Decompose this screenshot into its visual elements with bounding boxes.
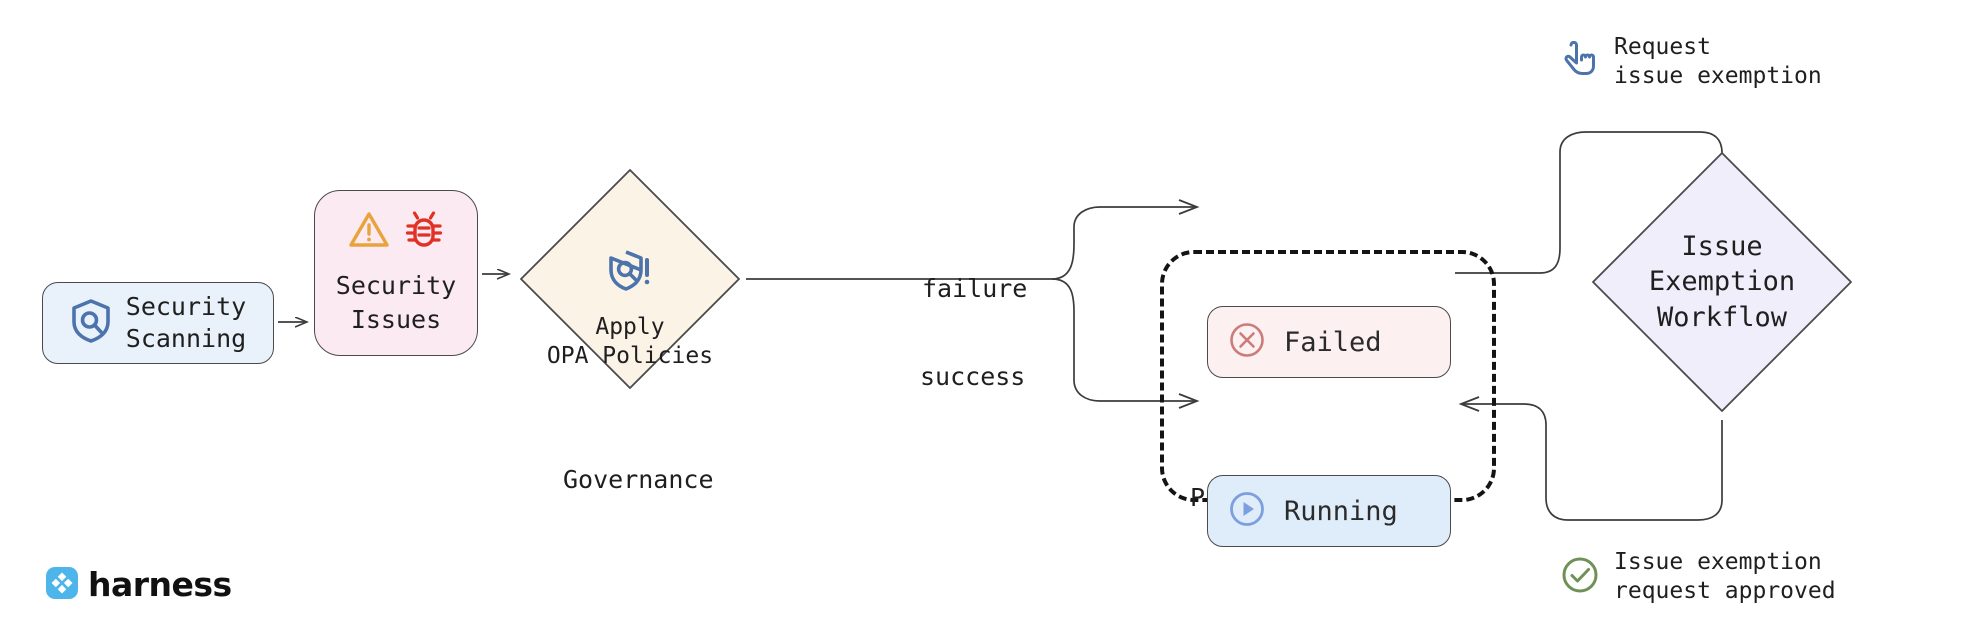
- node-running[interactable]: Running: [1207, 475, 1451, 547]
- shield-search-alert-icon: [607, 218, 653, 305]
- edge-label-success: success: [920, 362, 1026, 391]
- harness-logo-icon: [45, 566, 79, 604]
- node-issue-exemption-workflow[interactable]: Issue Exemption Workflow: [1588, 148, 1856, 416]
- warning-triangle-icon: [348, 210, 390, 254]
- bug-icon: [404, 209, 444, 255]
- node-governance-label: Apply OPA Policies: [546, 313, 714, 370]
- diamond-shape-exemption: [1592, 152, 1852, 412]
- annotation-request-issue-exemption: Request issue exemption: [1562, 33, 1822, 92]
- node-security-issues[interactable]: Security Issues: [314, 190, 478, 356]
- x-circle-icon: [1228, 321, 1266, 363]
- node-exemption-label: Issue Exemption Workflow: [1648, 231, 1796, 333]
- play-circle-icon: [1228, 490, 1266, 532]
- shield-search-icon: [70, 298, 112, 348]
- annotation-request-approved: Issue exemption request approved: [1560, 548, 1836, 607]
- node-security-scanning[interactable]: Security Scanning: [42, 282, 274, 364]
- node-running-label: Running: [1284, 495, 1398, 527]
- edge-exemption-to-running: [1458, 396, 1723, 521]
- check-circle-icon: [1560, 555, 1600, 599]
- node-failed-label: Failed: [1284, 326, 1382, 358]
- annotation-approved-text: Issue exemption request approved: [1614, 549, 1836, 605]
- caption-governance: Governance: [563, 465, 714, 494]
- security-issues-icon-row: [348, 209, 444, 255]
- harness-logo[interactable]: harness: [45, 565, 232, 604]
- diamond-shape-governance: [520, 169, 740, 389]
- edge-label-failure: failure: [922, 274, 1028, 303]
- node-security-issues-label: Security Issues: [335, 271, 457, 334]
- click-hand-icon: [1562, 38, 1600, 86]
- harness-wordmark: harness: [88, 565, 232, 604]
- node-security-scanning-label: Security Scanning: [125, 292, 247, 353]
- annotation-request-text: Request issue exemption: [1614, 34, 1822, 90]
- node-apply-opa-policies[interactable]: Apply OPA Policies: [516, 165, 744, 393]
- node-failed[interactable]: Failed: [1207, 306, 1451, 378]
